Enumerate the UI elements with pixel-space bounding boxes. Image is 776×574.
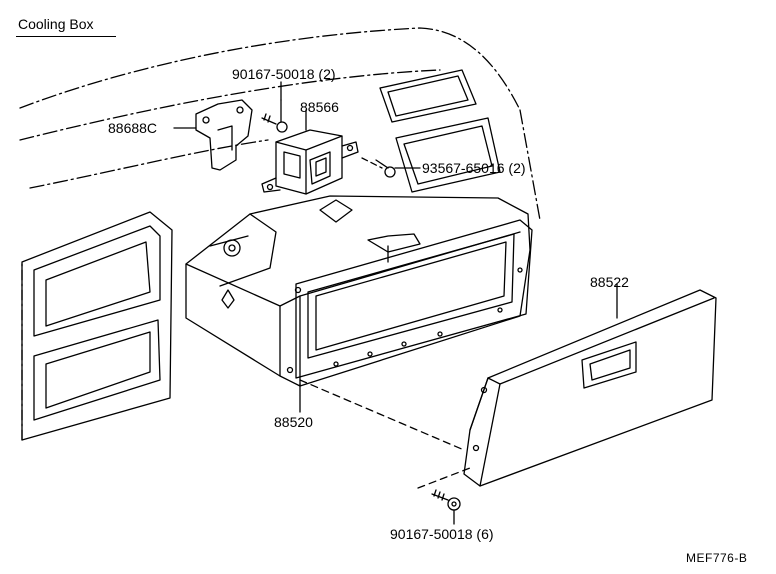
dashboard-left-panel	[21, 211, 173, 441]
label-88520: 88520	[274, 414, 313, 430]
label-88688c: 88688C	[108, 120, 158, 136]
label-88566: 88566	[300, 99, 339, 115]
screw-right	[361, 157, 421, 178]
title-underline	[16, 36, 116, 37]
label-90167-bottom: 90167-50018 (6)	[390, 526, 494, 542]
dashboard-vent-upper	[379, 69, 501, 193]
diagram-title: Cooling Box	[18, 16, 94, 32]
cooling-unit-88566	[261, 109, 359, 195]
screw-top	[261, 99, 288, 133]
dashboard-outline	[19, 27, 541, 221]
label-90167-top: 90167-50018 (2)	[232, 66, 336, 82]
bracket-88688c	[195, 99, 253, 171]
label-88522: 88522	[590, 274, 629, 290]
label-93567: 93567-65016 (2)	[422, 160, 526, 176]
glove-box-door-88522	[463, 283, 717, 487]
diagram-code: MEF776-B	[686, 551, 748, 565]
glove-box-88520	[185, 195, 533, 413]
dashed-leaders	[299, 379, 471, 489]
screw-bottom	[431, 489, 461, 525]
label-leaders	[173, 81, 282, 129]
